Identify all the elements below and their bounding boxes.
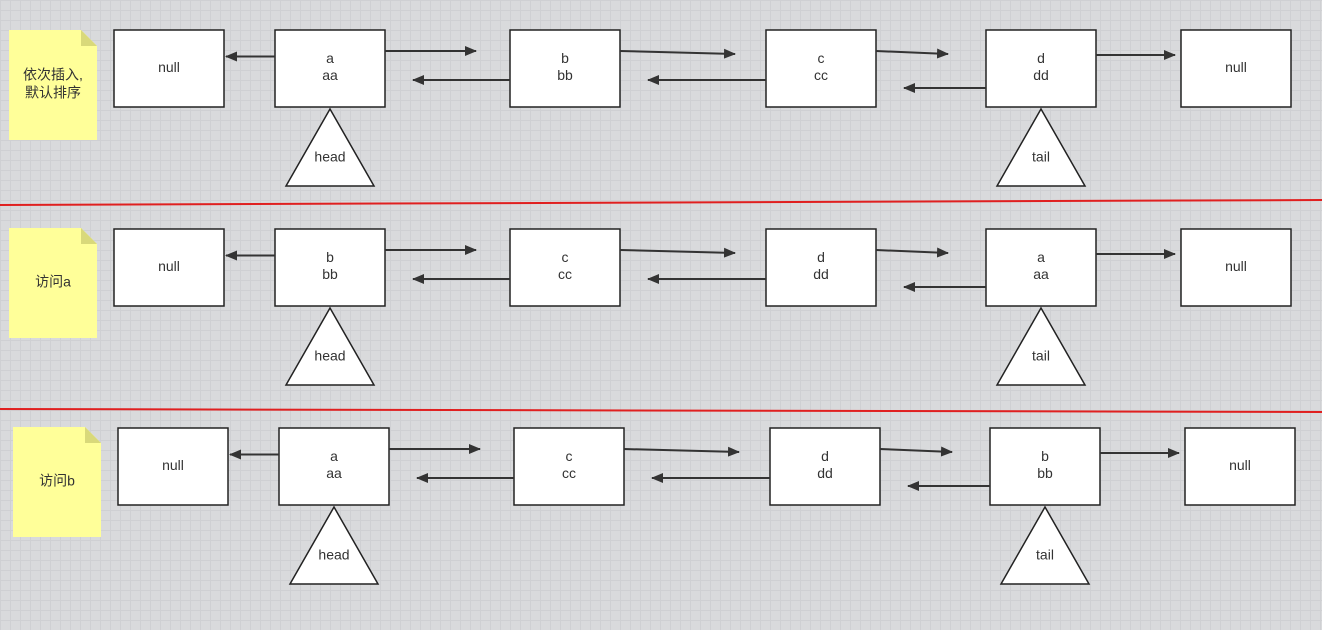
node-key: a — [330, 448, 338, 464]
sticky-note-text: 访问b — [39, 473, 75, 489]
separator-line-1 — [0, 199, 1322, 206]
node-value: aa — [322, 67, 338, 83]
node-key: b — [561, 50, 569, 66]
null-node — [1180, 29, 1292, 108]
node-value: aa — [326, 465, 342, 481]
list-node — [989, 427, 1101, 506]
head-pointer — [284, 107, 376, 187]
sticky-note-text: 访问a — [35, 274, 71, 290]
list-node — [769, 427, 881, 506]
list-node — [278, 427, 390, 506]
list-node — [765, 29, 877, 108]
null-node — [1180, 228, 1292, 307]
node-key: d — [1037, 50, 1045, 66]
separator-line-2 — [0, 408, 1322, 413]
next-arrow — [623, 446, 740, 457]
next-arrow — [619, 247, 736, 258]
node-key: c — [566, 448, 573, 464]
node-value: cc — [562, 465, 576, 481]
node-value: dd — [813, 266, 829, 282]
node-label: null — [158, 59, 180, 75]
sticky-note — [13, 427, 101, 537]
node-label: null — [1225, 258, 1247, 274]
tail-pointer — [995, 306, 1087, 386]
node-key: c — [818, 50, 825, 66]
sticky-note — [9, 30, 97, 140]
node-value: bb — [557, 67, 573, 83]
sticky-note — [9, 228, 97, 338]
sticky-note-fold — [81, 228, 97, 244]
head-label: head — [318, 547, 349, 563]
sticky-note-text: 依次插入, — [23, 67, 83, 83]
next-arrow — [875, 48, 949, 59]
node-value: aa — [1033, 266, 1049, 282]
null-node — [113, 29, 225, 108]
sticky-note-text: 默认排序 — [25, 85, 81, 101]
list-node — [274, 228, 386, 307]
next-arrow — [875, 247, 949, 258]
list-node — [274, 29, 386, 108]
node-key: c — [562, 249, 569, 265]
node-value: cc — [558, 266, 572, 282]
node-value: bb — [1037, 465, 1053, 481]
null-node — [113, 228, 225, 307]
list-node — [509, 29, 621, 108]
node-value: cc — [814, 67, 828, 83]
head-pointer — [284, 306, 376, 386]
node-key: d — [821, 448, 829, 464]
sticky-note-fold — [81, 30, 97, 46]
tail-label: tail — [1036, 547, 1054, 563]
list-node — [765, 228, 877, 307]
list-node — [513, 427, 625, 506]
tail-pointer — [995, 107, 1087, 187]
head-label: head — [314, 149, 345, 165]
node-value: dd — [1033, 67, 1049, 83]
node-label: null — [1229, 457, 1251, 473]
sticky-note-fold — [85, 427, 101, 443]
list-node — [985, 29, 1097, 108]
next-arrow — [619, 48, 736, 59]
node-value: bb — [322, 266, 338, 282]
tail-pointer — [999, 505, 1091, 585]
node-key: a — [326, 50, 334, 66]
head-pointer — [288, 505, 380, 585]
next-arrow — [879, 446, 953, 457]
null-node — [117, 427, 229, 506]
node-key: b — [1041, 448, 1049, 464]
node-key: b — [326, 249, 334, 265]
node-key: d — [817, 249, 825, 265]
node-label: null — [1225, 59, 1247, 75]
list-node — [509, 228, 621, 307]
tail-label: tail — [1032, 149, 1050, 165]
null-node — [1184, 427, 1296, 506]
node-label: null — [162, 457, 184, 473]
node-key: a — [1037, 249, 1045, 265]
list-node — [985, 228, 1097, 307]
node-label: null — [158, 258, 180, 274]
node-value: dd — [817, 465, 833, 481]
head-label: head — [314, 348, 345, 364]
tail-label: tail — [1032, 348, 1050, 364]
